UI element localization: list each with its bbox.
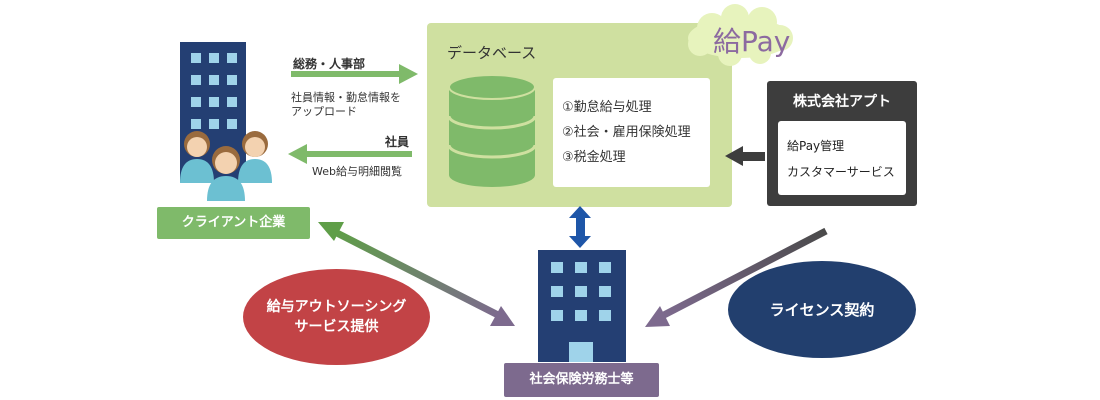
apt-service-management: 給Pay管理 — [787, 139, 845, 153]
view-title: 社員 — [385, 135, 410, 149]
process-list: ①勤怠給与処理 ②社会・雇用保険処理 ③税金処理 — [553, 78, 710, 187]
upload-arrow — [291, 64, 418, 84]
apt-title: 株式会社アプト — [793, 94, 891, 110]
upload-desc-line2: アップロード — [291, 105, 357, 118]
database-cylinder-icon — [447, 74, 537, 187]
license-label: ライセンス契約 — [769, 301, 875, 319]
apt-service-support: カスタマーサービス — [787, 165, 895, 179]
license-ellipse: ライセンス契約 — [728, 261, 916, 358]
database-title: データベース — [447, 44, 537, 62]
kyupay-logo: 給Pay — [713, 25, 791, 58]
apt-services: 給Pay管理 カスタマーサービス — [778, 121, 906, 195]
sync-double-arrow — [569, 206, 591, 248]
upload-title: 総務・人事部 — [293, 57, 366, 71]
apt-to-db-arrow — [725, 146, 765, 166]
upload-desc-line1: 社員情報・勤怠情報を — [291, 91, 401, 104]
license-link-arrow — [645, 227, 828, 327]
outsourcing-line2: サービス提供 — [294, 319, 379, 335]
employees-icon — [180, 131, 272, 201]
view-desc: Web給与明細閲覧 — [312, 165, 402, 178]
sharoushi-building-icon — [538, 250, 626, 362]
outsourcing-ellipse: 給与アウトソーシングサービス提供 — [243, 269, 430, 365]
view-arrow — [288, 144, 412, 164]
outsourcing-link-arrow — [318, 222, 515, 326]
process-item-insurance: ②社会・雇用保険処理 — [562, 125, 691, 140]
process-item-payroll: ①勤怠給与処理 — [562, 100, 652, 115]
client-company-label: クライアント企業 — [157, 207, 310, 239]
logo-cloud-icon — [688, 4, 793, 66]
outsourcing-line1: 給与アウトソーシング — [266, 299, 407, 315]
process-item-tax: ③税金処理 — [562, 150, 626, 165]
sharoushi-label: 社会保険労務士等 — [504, 363, 659, 397]
